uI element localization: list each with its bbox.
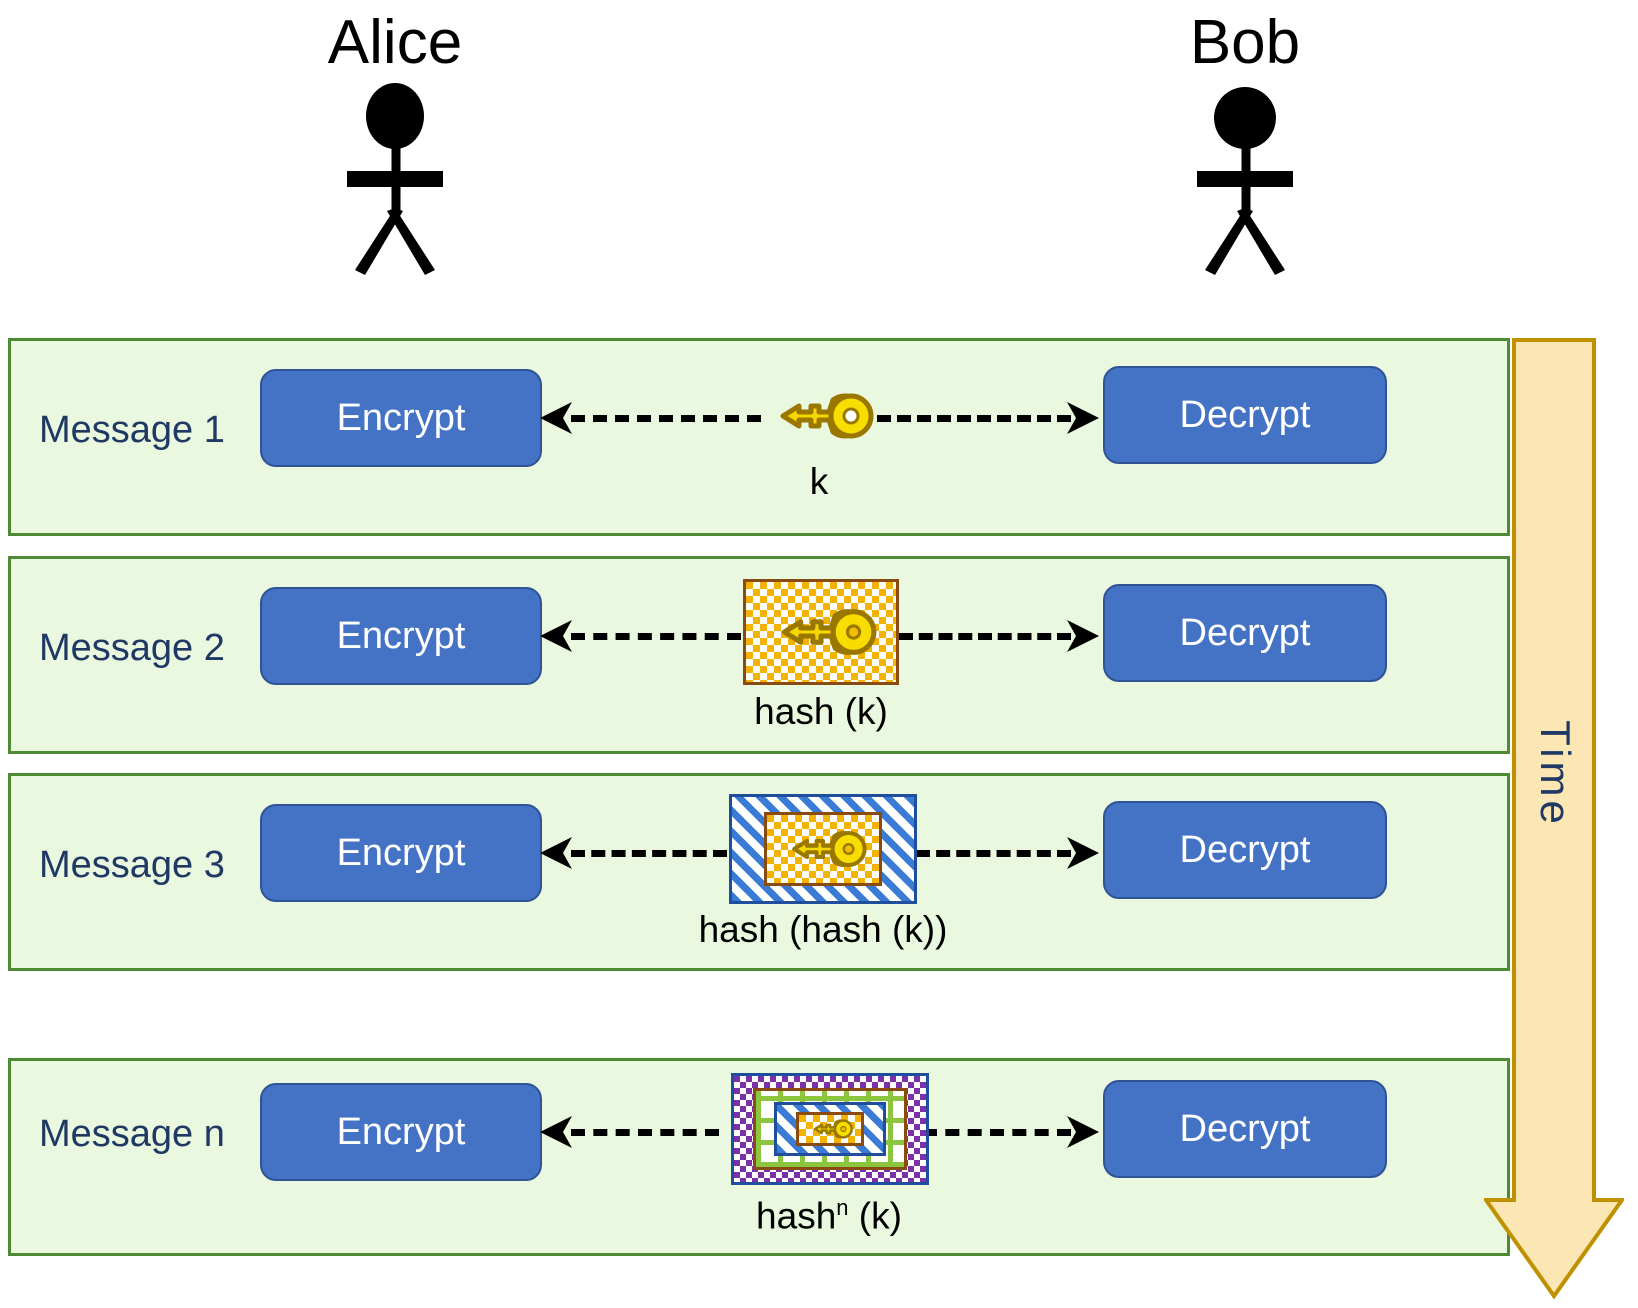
key-icon	[780, 393, 874, 439]
stick-figure-icon	[347, 83, 443, 275]
actor-alice: Alice	[265, 12, 525, 290]
key-icon	[792, 831, 867, 867]
arrow-to-decrypt-1	[1067, 402, 1099, 434]
alice-figure	[265, 80, 525, 290]
stick-figure-icon	[1197, 87, 1293, 275]
connector-left-2	[571, 633, 741, 640]
payload-caption-n: hashn (k)	[756, 1195, 902, 1237]
arrow-to-decrypt-3	[1067, 837, 1099, 869]
message-1-label: Message 1	[39, 409, 225, 451]
connector-right-3	[916, 850, 1071, 857]
hash-layer-2-box	[774, 1102, 886, 1156]
arrow-to-encrypt-2	[540, 620, 572, 652]
message-row-3: Message 3 Encrypt hash (hash (k))	[8, 773, 1510, 971]
caption-superscript: n	[836, 1195, 849, 1220]
encrypt-box-2[interactable]: Encrypt	[260, 587, 542, 685]
hash-layer-4-box	[731, 1073, 929, 1185]
arrow-to-encrypt-n	[540, 1116, 572, 1148]
hash-layer-1-box	[743, 579, 899, 685]
decrypt-box-3[interactable]: Decrypt	[1103, 801, 1387, 899]
arrow-to-encrypt-3	[540, 837, 572, 869]
connector-right-2	[899, 633, 1071, 640]
time-arrow-icon	[1484, 338, 1624, 1300]
message-3-label: Message 3	[39, 844, 225, 886]
key-icon	[813, 1119, 853, 1139]
connector-right-1	[877, 415, 1071, 422]
payload-caption-1: k	[809, 461, 829, 502]
decrypt-box-2[interactable]: Decrypt	[1103, 584, 1387, 682]
time-axis-label: Time	[1532, 720, 1579, 828]
arrow-to-encrypt-1	[540, 402, 572, 434]
connector-left-3	[571, 850, 727, 857]
bob-figure	[1115, 80, 1375, 290]
payload-caption-3: hash (hash (k))	[698, 909, 948, 950]
connector-left-n	[571, 1129, 719, 1136]
arrow-to-decrypt-2	[1067, 620, 1099, 652]
encrypt-box-n[interactable]: Encrypt	[260, 1083, 542, 1181]
decrypt-box-n[interactable]: Decrypt	[1103, 1080, 1387, 1178]
caption-prefix: hash	[756, 1195, 837, 1237]
payload-caption-2: hash (k)	[754, 691, 888, 732]
message-n-label: Message n	[39, 1113, 225, 1155]
hash-layer-1-box	[796, 1112, 864, 1146]
connector-left-1	[571, 415, 761, 422]
connector-right-n	[923, 1129, 1071, 1136]
encrypt-box-3[interactable]: Encrypt	[260, 804, 542, 902]
caption-suffix: (k)	[858, 1195, 902, 1237]
arrow-to-decrypt-n	[1067, 1116, 1099, 1148]
actor-bob: Bob	[1115, 12, 1375, 290]
hash-layer-3-box	[753, 1088, 907, 1170]
hash-layer-1-box	[764, 812, 882, 886]
key-icon	[781, 609, 877, 655]
decrypt-box-1[interactable]: Decrypt	[1103, 366, 1387, 464]
hash-layer-2-box	[729, 794, 917, 904]
message-2-label: Message 2	[39, 627, 225, 669]
actor-bob-label: Bob	[1189, 8, 1301, 77]
actor-alice-label: Alice	[327, 8, 463, 77]
encrypt-box-1[interactable]: Encrypt	[260, 369, 542, 467]
